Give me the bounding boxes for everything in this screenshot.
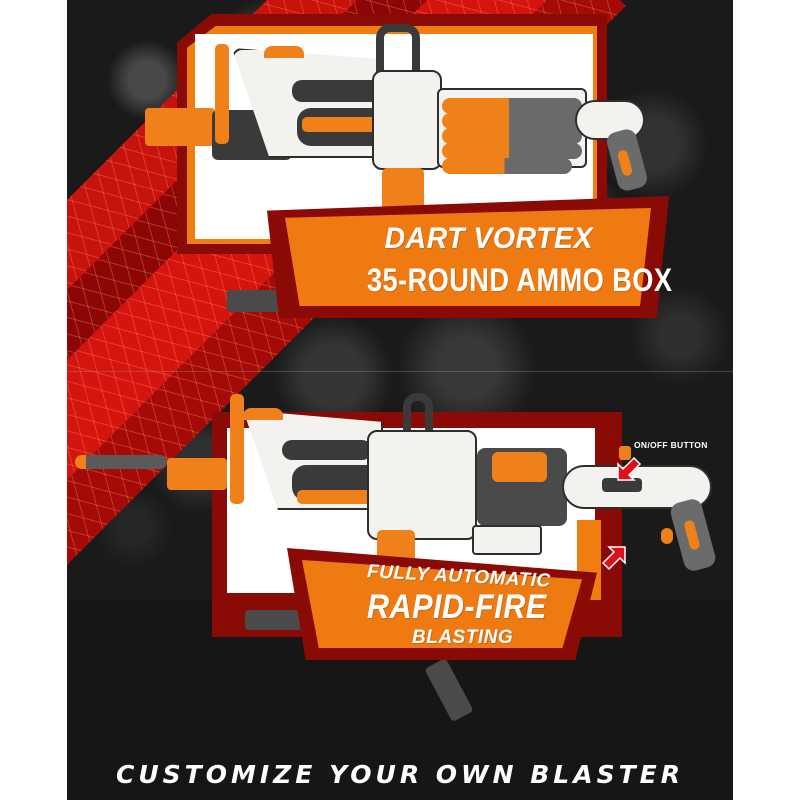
on-off-button: [619, 446, 631, 460]
tripod-leg: [227, 290, 287, 312]
banner-subheadline: BLASTING: [412, 627, 514, 648]
top-clip: [243, 408, 283, 420]
dart: [442, 98, 582, 114]
tagline: CUSTOMIZE YOUR OWN BLASTER: [116, 760, 684, 789]
tripod-leg: [245, 610, 305, 630]
red-arrow-icon: [617, 456, 642, 481]
carry-handle: [376, 24, 420, 74]
barrel: [282, 440, 372, 460]
carry-handle: [403, 393, 433, 453]
top-clip: [264, 46, 304, 58]
dart: [442, 128, 582, 144]
drum-lid: [492, 452, 547, 482]
muzzle-tip: [167, 458, 227, 490]
trigger: [661, 528, 673, 544]
blaster-main-body: [367, 430, 477, 540]
banner-headline: RAPID-FIRE: [367, 588, 547, 626]
orange-rail: [297, 490, 379, 504]
dart: [442, 143, 582, 159]
on-off-button-callout: ON/OFF BUTTON: [634, 440, 708, 450]
drum-foregrip: [472, 525, 542, 555]
section-divider: [67, 371, 733, 372]
top-banner: [285, 208, 651, 306]
red-arrow-icon: [601, 546, 626, 571]
blaster-main-body: [372, 70, 442, 170]
gear-detail: [602, 478, 642, 492]
orange-rail: [302, 117, 384, 132]
banner-subheadline: 35-ROUND AMMO BOX: [367, 262, 673, 298]
dart: [442, 113, 582, 129]
product-poster: DART VORTEX 35-ROUND AMMO BOX FULLY AUTO…: [67, 0, 733, 800]
front-sight: [215, 44, 229, 144]
banner-headline: DART VORTEX: [384, 222, 593, 255]
dart-in-flight: [75, 455, 167, 469]
muzzle-tip: [145, 108, 215, 146]
barrel: [292, 80, 382, 102]
front-sight: [230, 394, 244, 504]
dart: [442, 158, 572, 174]
